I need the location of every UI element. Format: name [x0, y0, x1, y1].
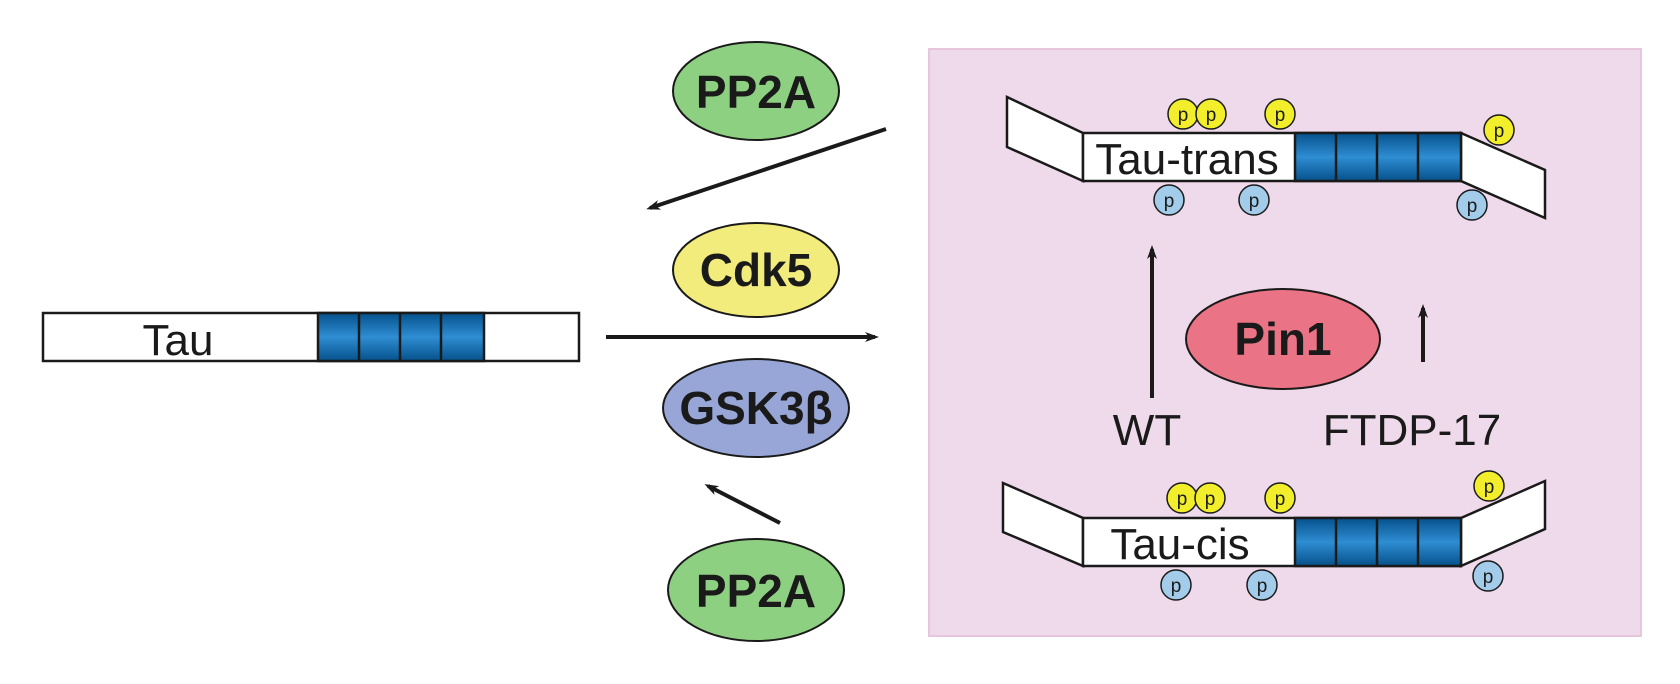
pin1-enzyme: Pin1: [1185, 288, 1381, 390]
phosphate-yellow: p: [1194, 482, 1226, 514]
tau-cis-molecule: Tau-cis: [1001, 479, 1547, 569]
gsk3b-label: GSK3β: [679, 382, 832, 434]
phosphate-yellow: p: [1473, 470, 1505, 502]
ftdp17-label: FTDP-17: [1323, 406, 1501, 455]
pp2a-bottom-enzyme: PP2A: [667, 538, 845, 642]
svg-text:p: p: [1483, 567, 1494, 588]
pin1-label: Pin1: [1234, 313, 1331, 365]
phosphate-groups: p p p p p p p p p p p p p p: [1153, 98, 1515, 601]
svg-text:p: p: [1494, 121, 1505, 142]
svg-text:p: p: [1205, 489, 1216, 510]
svg-text:p: p: [1164, 191, 1175, 212]
tau-label: Tau: [143, 316, 214, 365]
wt-label: WT: [1113, 406, 1181, 455]
cdk5-enzyme: Cdk5: [672, 222, 840, 318]
svg-text:p: p: [1206, 105, 1217, 126]
phosphate-blue: p: [1153, 184, 1185, 216]
phosphate-yellow: p: [1195, 98, 1227, 130]
svg-text:p: p: [1177, 489, 1188, 510]
pp2a-bottom-label: PP2A: [696, 565, 816, 617]
pp2a-top-label: PP2A: [696, 66, 816, 118]
tau-trans-molecule: Tau-trans: [1005, 95, 1547, 220]
phosphate-yellow: p: [1167, 98, 1199, 130]
svg-text:p: p: [1467, 196, 1478, 217]
phosphate-yellow: p: [1166, 482, 1198, 514]
phosphate-blue: p: [1456, 189, 1488, 221]
svg-text:p: p: [1178, 105, 1189, 126]
tau-cis-label: Tau-cis: [1110, 520, 1249, 569]
phosphate-yellow: p: [1264, 98, 1296, 130]
tau-trans-label: Tau-trans: [1095, 135, 1278, 184]
svg-text:p: p: [1257, 576, 1268, 597]
phosphate-blue: p: [1246, 569, 1278, 601]
phosphate-yellow: p: [1483, 114, 1515, 146]
tau-molecule: Tau: [41, 311, 581, 365]
phosphate-blue: p: [1238, 184, 1270, 216]
svg-text:p: p: [1275, 105, 1286, 126]
svg-text:p: p: [1171, 576, 1182, 597]
gsk3b-enzyme: GSK3β: [662, 358, 850, 458]
dephosphorylation-arrow-top: [646, 127, 887, 210]
cdk5-label: Cdk5: [700, 244, 812, 296]
svg-text:p: p: [1275, 489, 1286, 510]
pp2a-top-enzyme: PP2A: [672, 41, 840, 141]
svg-text:p: p: [1249, 191, 1260, 212]
pp2a-inhibition-arrow: [704, 484, 781, 525]
phosphate-blue: p: [1160, 569, 1192, 601]
phosphate-yellow: p: [1264, 482, 1296, 514]
phosphate-blue: p: [1472, 560, 1504, 592]
svg-text:p: p: [1484, 477, 1495, 498]
